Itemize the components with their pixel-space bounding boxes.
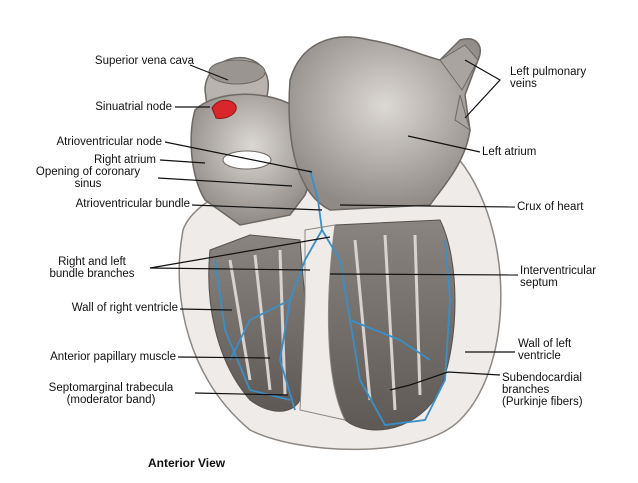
label-bundle-branches-line1: Right and left xyxy=(58,256,126,268)
sinuatrial-node-mark xyxy=(211,99,237,119)
left-atrium xyxy=(288,36,481,211)
label-left-atrium: Left atrium xyxy=(482,146,537,158)
svc-opening xyxy=(208,59,266,85)
label-coronary-sinus-line1: Opening of coronary xyxy=(35,166,141,178)
leader-lines xyxy=(149,59,519,396)
label-subendocardial-line3: (Purkinje fibers) xyxy=(502,396,583,408)
label-bundle-branches-line2: bundle branches xyxy=(49,268,135,280)
label-septomarginal-line1: Septomarginal trabecula xyxy=(48,382,174,394)
label-coronary-sinus-line2: sinus xyxy=(74,178,102,190)
left-pulmonary-veins xyxy=(439,44,479,132)
label-left-pulmonary-line2: veins xyxy=(510,78,537,90)
label-left-pulmonary-line1: Left pulmonary xyxy=(510,66,587,78)
label-wall-left-ventricle-line1: Wall of left xyxy=(518,338,572,350)
coronary-sinus-opening xyxy=(222,150,272,170)
label-septomarginal-line2: (moderator band) xyxy=(66,394,156,406)
label-interventricular-line2: septum xyxy=(520,277,558,289)
label-wall-right-ventricle: Wall of right ventricle xyxy=(71,302,178,314)
label-anterior-papillary-muscle: Anterior papillary muscle xyxy=(50,351,176,363)
label-av-node: Atrioventricular node xyxy=(56,136,162,148)
label-superior-vena-cava: Superior vena cava xyxy=(94,55,194,67)
view-title: Anterior View xyxy=(148,456,226,470)
label-interventricular-line1: Interventricular xyxy=(520,265,597,277)
label-crux-of-heart: Crux of heart xyxy=(517,201,584,213)
label-sinuatrial-node: Sinuatrial node xyxy=(95,101,172,113)
label-right-atrium: Right atrium xyxy=(94,154,156,166)
label-wall-left-ventricle-line2: ventricle xyxy=(518,350,561,362)
label-av-bundle: Atrioventricular bundle xyxy=(75,198,190,210)
label-subendocardial-line1: Subendocardial xyxy=(502,372,582,384)
label-subendocardial-line2: branches xyxy=(502,384,550,396)
